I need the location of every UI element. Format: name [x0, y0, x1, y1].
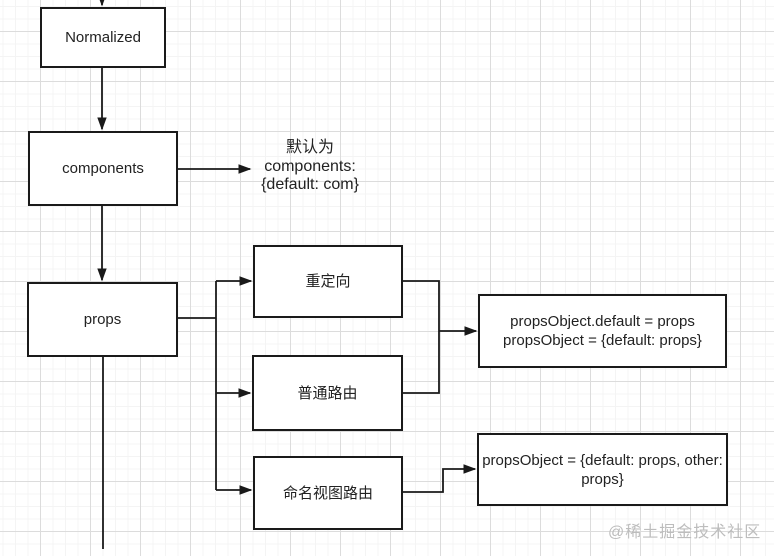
node-props-object-result: propsObject.default = props propsObject … — [478, 294, 727, 368]
annotation-line1: 默认为 — [285, 139, 334, 156]
props-object-result-line1: propsObject.default = props — [510, 313, 695, 330]
props-object-named-line1: propsObject = {default: props, other: — [482, 451, 723, 469]
node-normalized-label: Normalized — [65, 29, 141, 46]
node-components: components — [28, 131, 178, 206]
node-components-label: components — [62, 160, 144, 177]
node-named-view-route-label: 命名视图路由 — [282, 484, 373, 502]
props-object-named-line2: props} — [581, 470, 624, 488]
connector-named-view-to-props-object-named — [403, 464, 477, 493]
node-props: props — [27, 282, 178, 357]
juejin-watermark: @稀土掘金技术社区 — [608, 524, 762, 541]
node-normalized: Normalized — [40, 7, 166, 68]
props-object-result-line2: propsObject = {default: props} — [503, 332, 702, 349]
node-redirect: 重定向 — [253, 245, 403, 318]
node-props-label: props — [83, 311, 122, 328]
node-named-view-route: 命名视图路由 — [253, 456, 403, 530]
annotation-line2: components: — [264, 157, 356, 175]
node-redirect-label: 重定向 — [305, 273, 351, 290]
annotation-line3: {default: com} — [261, 176, 359, 193]
node-normal-route: 普通路由 — [252, 355, 403, 431]
components-default-annotation: 默认为 components: {default: com} — [238, 139, 382, 195]
connector-redirect-normal-merge — [403, 280, 440, 394]
node-normal-route-label: 普通路由 — [297, 384, 358, 402]
node-props-object-named: propsObject = {default: props, other: pr… — [477, 433, 728, 506]
